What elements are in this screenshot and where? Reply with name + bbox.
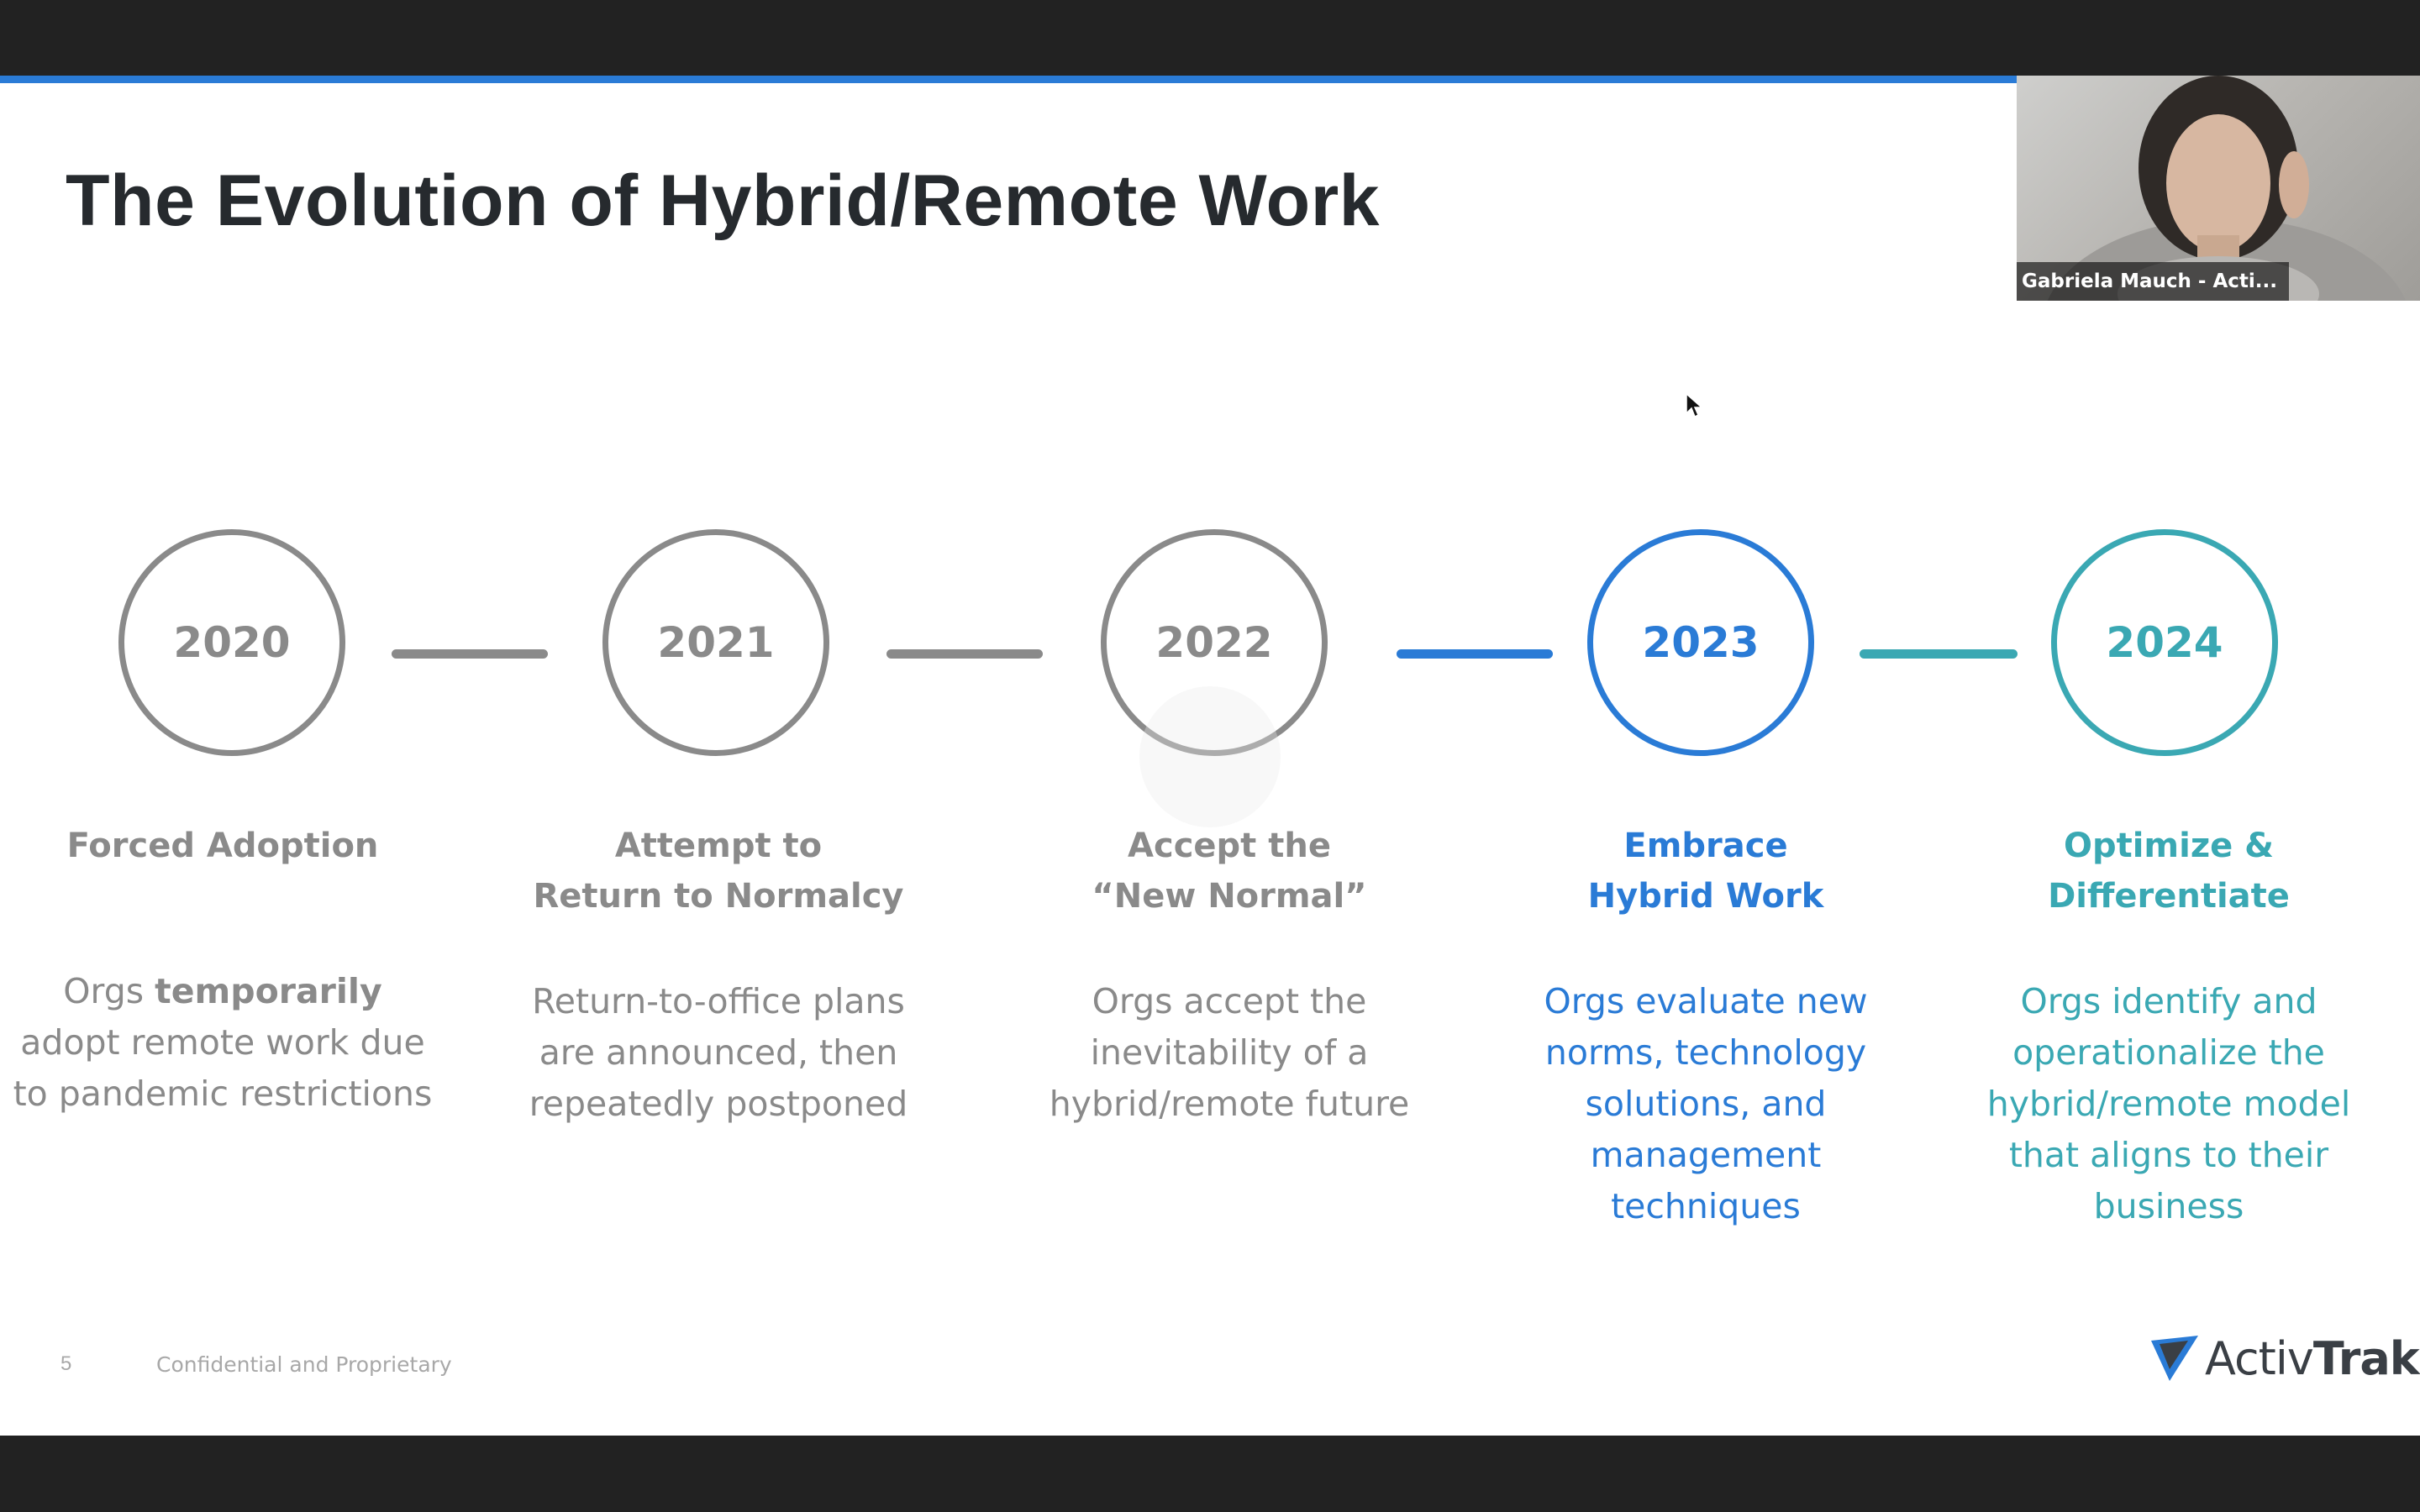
stage-title-2023: Embrace Hybrid Work xyxy=(1587,827,1824,916)
slide-accent-line xyxy=(0,76,2017,83)
meeting-bottom-bar xyxy=(0,1436,2420,1512)
stage-description-2023: Orgs evaluate new norms, technology solu… xyxy=(1544,981,1868,1226)
stage-title-2022: Accept the “New Normal” xyxy=(1092,827,1367,916)
stage-title-2020: Forced Adoption xyxy=(66,827,379,865)
slide-title: The Evolution of Hybrid/Remote Work xyxy=(66,160,1380,241)
year-circle-2022: 2022 xyxy=(1101,529,1328,756)
year-circle-2020: 2020 xyxy=(118,529,345,756)
timeline-connector-2 xyxy=(886,649,1043,659)
stage-title-2024: Optimize & Differentiate xyxy=(2048,827,2290,916)
year-circle-2021: 2021 xyxy=(602,529,829,756)
play-overlay-icon xyxy=(1139,686,1281,827)
timeline-connector-4 xyxy=(1860,649,2018,659)
participant-video-tile[interactable]: Gabriela Mauch - Acti... xyxy=(2017,76,2420,301)
presentation-slide: The Evolution of Hybrid/Remote Work 2020… xyxy=(0,76,2420,1436)
emphasis-text: temporarily xyxy=(155,971,382,1011)
stage-description-2020: Orgs temporarily adopt remote work due t… xyxy=(13,971,433,1114)
activtrak-logo-icon xyxy=(2151,1335,2198,1381)
meeting-top-bar xyxy=(0,0,2420,76)
participant-name-label: Gabriela Mauch - Acti... xyxy=(2017,262,2289,301)
year-circle-2024: 2024 xyxy=(2051,529,2278,756)
stage-description-2021: Return-to-office plans are announced, th… xyxy=(529,981,908,1124)
activtrak-logo: ActivTrak xyxy=(2151,1332,2420,1385)
year-circle-2023: 2023 xyxy=(1587,529,1814,756)
timeline-connector-1 xyxy=(392,649,548,659)
stage-description-2024: Orgs identify and operationalize the hyb… xyxy=(1986,981,2351,1226)
slide-footer-text: Confidential and Proprietary xyxy=(156,1352,452,1377)
timeline-connector-3 xyxy=(1397,649,1553,659)
mouse-cursor-icon xyxy=(1686,393,1702,418)
stage-description-2022: Orgs accept the inevitability of a hybri… xyxy=(1049,981,1410,1124)
slide-page-number: 5 xyxy=(60,1352,72,1375)
stage-title-2021: Attempt to Return to Normalcy xyxy=(533,827,904,916)
